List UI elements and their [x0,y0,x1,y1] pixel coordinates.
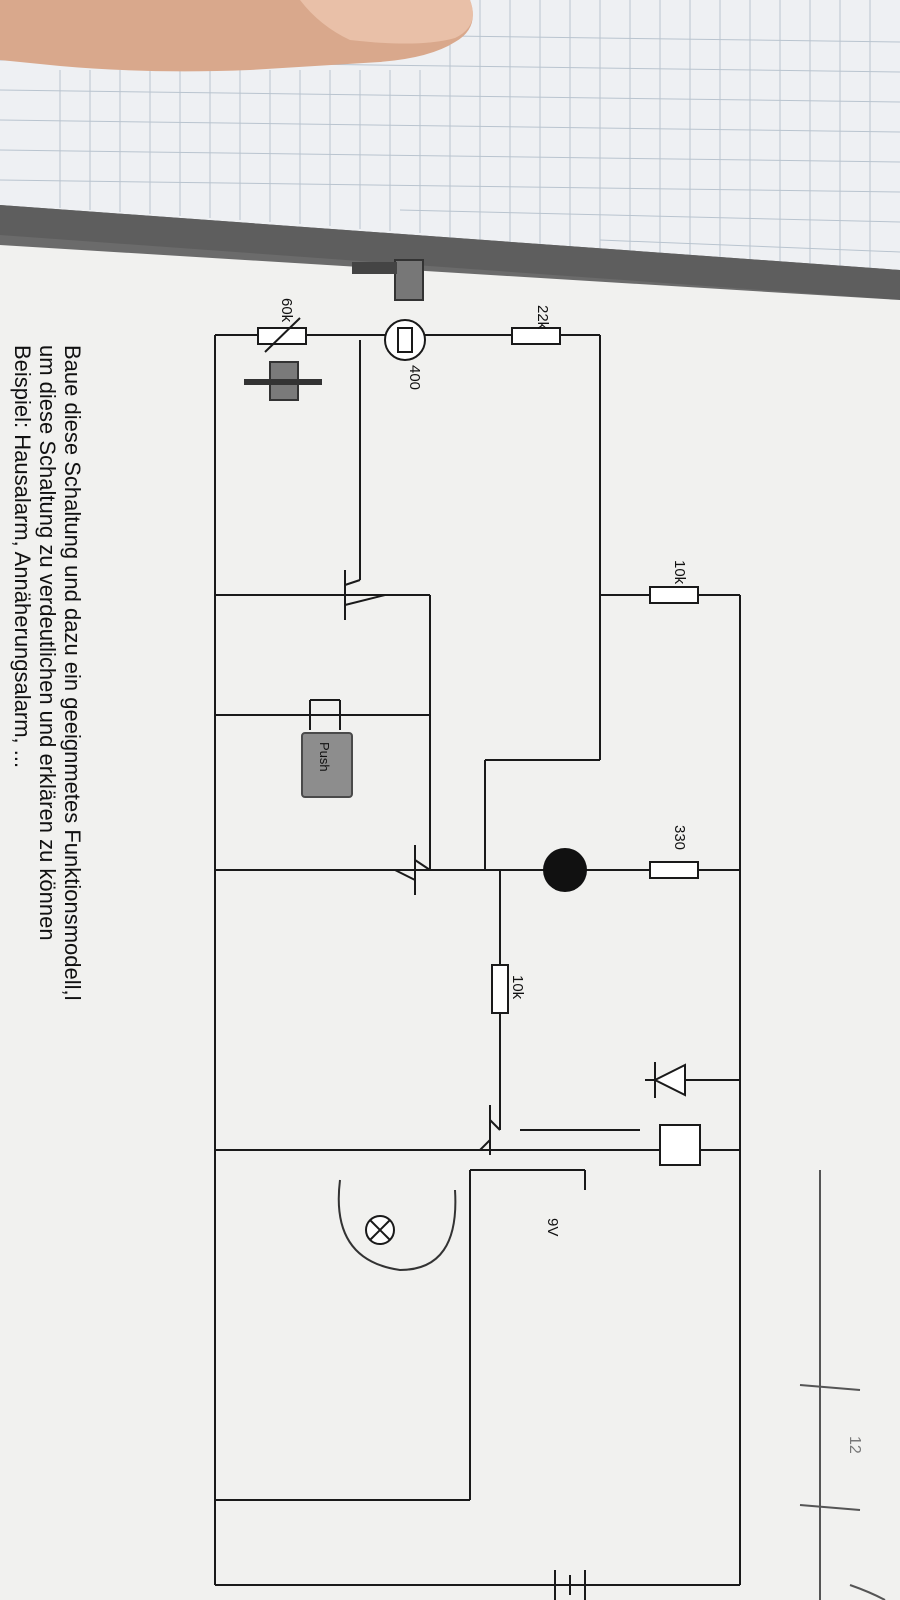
resistor-22k [511,327,561,345]
resistor-330 [649,861,699,879]
label-330: 330 [671,825,688,850]
push-button [301,732,353,798]
margin-number: 12 [846,1436,863,1454]
diode [652,1063,686,1097]
label-10k-top: 10k [671,560,688,585]
instruction-line-1: Baue diese Schaltung und dazu ein geeign… [60,345,85,1001]
finger [0,0,473,72]
label-60k: 60k [278,298,295,323]
circuit-diagram [214,317,741,1600]
printed-sheet [0,245,900,1600]
resistor-10k-top [649,586,699,604]
ldr-400 [384,319,426,361]
pencil-scribbles [799,1170,886,1600]
relay [659,1124,701,1166]
buzzer [543,848,587,892]
label-push: Push [317,742,332,772]
resistor-10k-mid [491,964,509,1014]
instruction-line-3: Beispiel: Hausalarm, Annäherungsalarm, .… [10,345,35,768]
instruction-line-2: um diese Schaltung zu verdeutlichen und … [35,345,60,941]
label-9v: 9V [544,1218,561,1236]
label-22k: 22k [534,305,551,330]
shadow-band [0,205,900,300]
label-10k-mid: 10k [509,975,526,1000]
flashlight-icon [394,259,424,301]
label-400: 400 [406,365,423,390]
